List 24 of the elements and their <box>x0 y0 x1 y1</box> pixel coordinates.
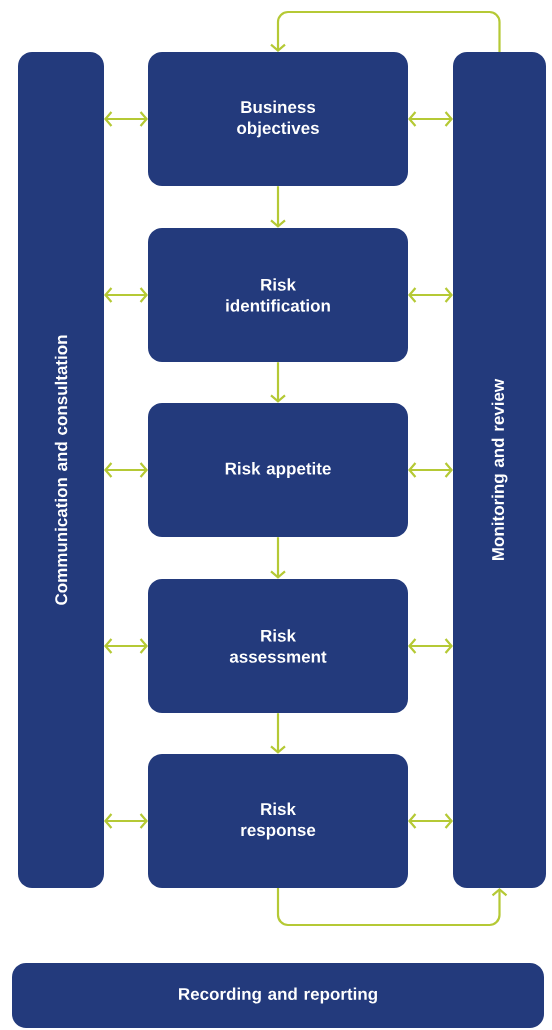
process-box: Risk assessment <box>148 579 408 713</box>
arrow <box>408 462 453 478</box>
arrow <box>270 362 286 403</box>
arrow <box>270 713 286 754</box>
arrow <box>276 888 508 927</box>
arrow <box>104 111 148 127</box>
arrow <box>408 287 453 303</box>
side-bar: Monitoring and review <box>453 52 546 888</box>
process-box: Risk appetite <box>148 403 408 537</box>
process-box: Business objectives <box>148 52 408 186</box>
process-box: Risk identification <box>148 228 408 362</box>
arrow <box>104 813 148 829</box>
arrow <box>270 186 286 228</box>
arrow <box>408 111 453 127</box>
process-box: Risk response <box>148 754 408 888</box>
arrow <box>408 638 453 654</box>
arrow <box>104 462 148 478</box>
arrow <box>104 638 148 654</box>
arrow <box>104 287 148 303</box>
arrow <box>270 537 286 579</box>
bottom-bar: Recording and reporting <box>12 963 544 1028</box>
arrow <box>408 813 453 829</box>
arrow <box>270 10 501 52</box>
side-bar: Communication and consultation <box>18 52 104 888</box>
